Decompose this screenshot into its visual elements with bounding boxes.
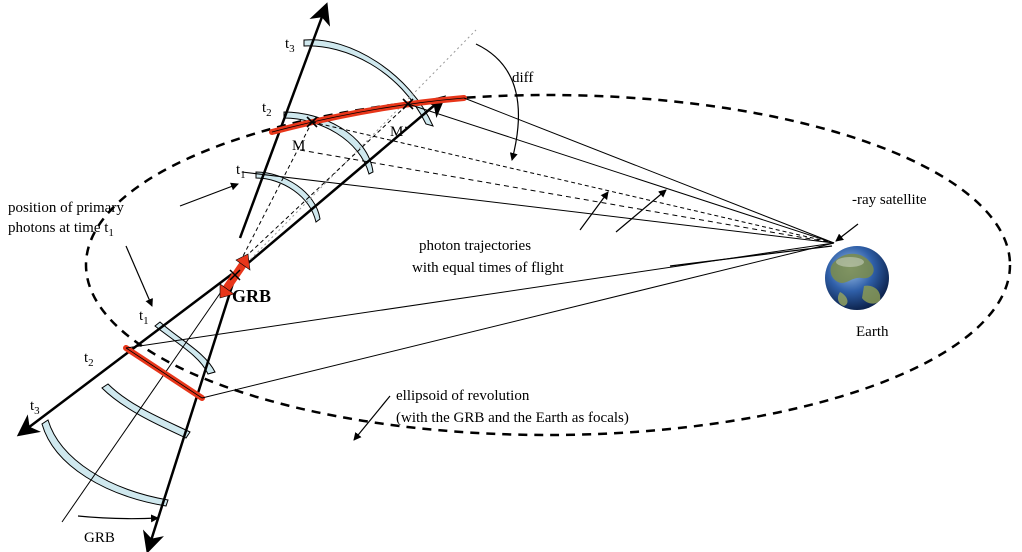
label-theta-diff: diff [512,70,533,86]
label-t3-upper: t3 [285,36,295,55]
upper-shell-t1 [255,171,321,223]
lower-shell-t3 [41,419,169,507]
theta-grb-angle-arc [77,514,159,523]
label-t1-upper: t1 [236,162,246,181]
label-trajectories-line1: photon trajectories [419,238,531,254]
label-ellipsoid-line2: (with the GRB and the Earth as focals) [396,410,629,426]
lower-shell-t1 [154,321,216,375]
lower-jet-cone [16,273,236,552]
theta-diff-angle-arc [475,43,519,161]
double-arrow-icon [219,253,251,299]
label-ellipsoid-line1: ellipsoid of revolution [396,388,530,404]
ellipsoid-of-revolution [84,93,1012,437]
label-point-m: M [292,138,305,154]
label-satellite: -ray satellite [852,192,927,208]
label-grb: GRB [232,286,271,306]
upper-shell-t3 [303,39,434,127]
lower-cone-right-edge [142,279,236,552]
upper-jet-cone [238,2,477,271]
label-theta-grb: GRB [84,530,115,546]
label-t2-lower: t2 [84,350,94,369]
earth-globe-icon [825,246,889,310]
label-t1-lower: t1 [139,308,149,327]
point-m-prime-marker [402,98,414,110]
lower-jet-axis [61,275,233,523]
upper-jet-axis [239,29,477,271]
label-t2-upper: t2 [262,100,272,119]
upper-cone-left-edge [238,2,331,239]
label-primary-line1: position of primary [8,200,124,216]
label-primary-line2: photons at time t1 [8,220,114,239]
label-trajectories-line2: with equal times of flight [412,260,564,276]
upper-shell-t2 [283,111,374,175]
label-earth: Earth [856,324,889,340]
lower-cone-left-edge [16,273,233,437]
lower-shell-t2 [101,383,191,439]
annotation-arrows [125,182,859,441]
photon-trajectories [125,97,835,399]
label-t3-lower: t3 [30,398,40,417]
point-m-marker [306,116,318,128]
label-point-m-prime: M’ [390,124,408,140]
